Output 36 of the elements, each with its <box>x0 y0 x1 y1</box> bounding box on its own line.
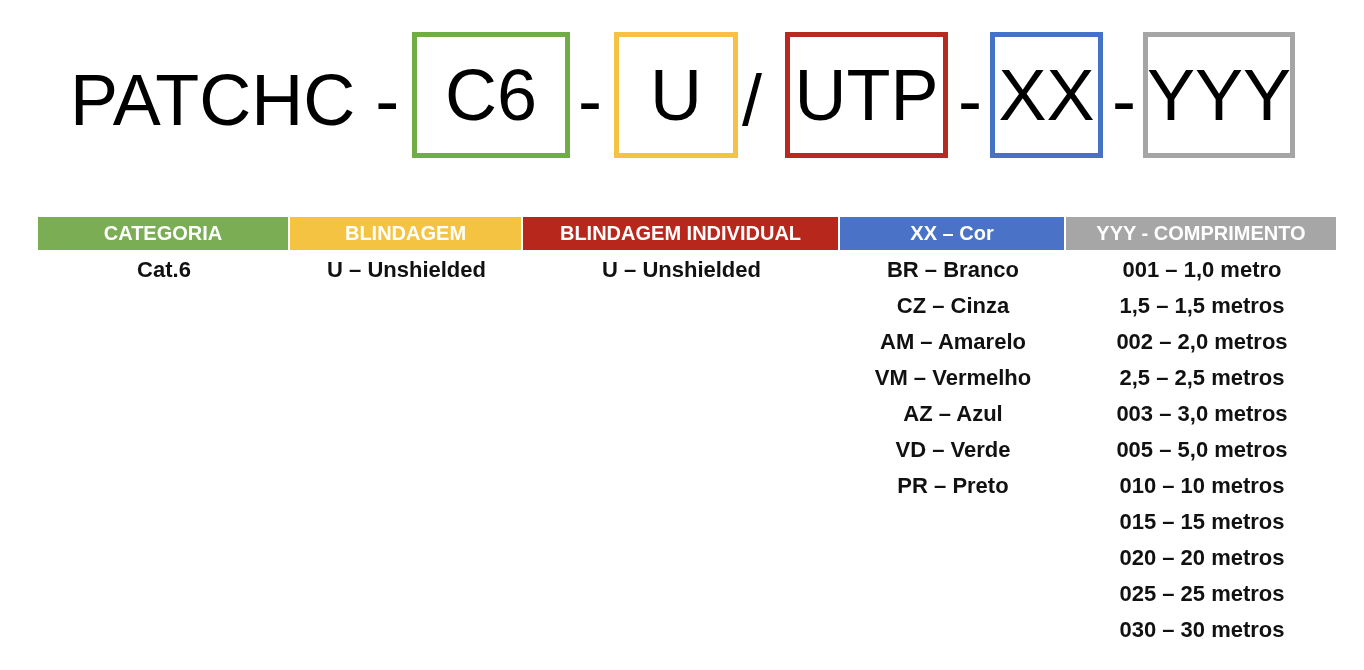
option-text: 001 – 1,0 metro <box>1121 257 1283 283</box>
column-header: BLINDAGEM INDIVIDUAL <box>523 217 840 250</box>
option-text: U – Unshielded <box>601 257 762 283</box>
column-header: XX – Cor <box>840 217 1066 250</box>
option-text: PR – Preto <box>896 473 1010 499</box>
option-text: 2,5 – 2,5 metros <box>1118 365 1286 391</box>
separator-text: - <box>958 59 982 142</box>
option-text: Cat.6 <box>136 257 192 283</box>
option-text: AZ – Azul <box>902 401 1004 427</box>
column-header: YYY - COMPRIMENTO <box>1066 217 1338 250</box>
option-text: CZ – Cinza <box>895 293 1011 319</box>
option-text: AM – Amarelo <box>879 329 1027 355</box>
option-text: VD – Verde <box>894 437 1012 463</box>
code-segment-box: XX <box>990 32 1103 158</box>
option-text: 020 – 20 metros <box>1118 545 1286 571</box>
option-text: 005 – 5,0 metros <box>1115 437 1289 463</box>
option-text: 002 – 2,0 metros <box>1115 329 1289 355</box>
option-text: VM – Vermelho <box>873 365 1033 391</box>
separator-text: / <box>742 59 762 142</box>
option-text: 003 – 3,0 metros <box>1115 401 1289 427</box>
code-segment-box: YYY <box>1143 32 1295 158</box>
code-prefix: PATCHC - <box>70 59 400 142</box>
column-header: CATEGORIA <box>38 217 290 250</box>
separator-text: - <box>578 59 602 142</box>
option-text: BR – Branco <box>885 257 1020 283</box>
column-header: BLINDAGEM <box>290 217 523 250</box>
option-text: 1,5 – 1,5 metros <box>1118 293 1286 319</box>
code-segment-box: UTP <box>785 32 948 158</box>
separator-text: - <box>1112 59 1136 142</box>
code-segment-box: C6 <box>412 32 570 158</box>
code-segment-box: U <box>614 32 738 158</box>
option-text: 025 – 25 metros <box>1118 581 1286 607</box>
option-text: 010 – 10 metros <box>1118 473 1286 499</box>
option-text: U – Unshielded <box>326 257 487 283</box>
option-text: 015 – 15 metros <box>1118 509 1286 535</box>
option-text: 030 – 30 metros <box>1118 617 1286 643</box>
